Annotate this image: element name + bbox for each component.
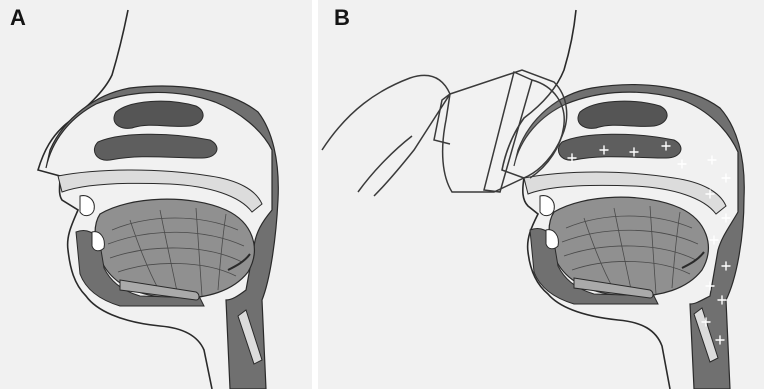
upper-tooth — [540, 196, 554, 216]
panel-b: B — [318, 0, 764, 389]
upper-tooth — [80, 196, 94, 216]
panel-a: A — [0, 0, 312, 389]
mask-hose — [322, 75, 450, 196]
upper-turbinate — [114, 101, 203, 128]
tongue — [95, 199, 254, 298]
middle-turbinate — [94, 134, 217, 160]
upper-turbinate — [578, 101, 667, 128]
tongue — [549, 197, 708, 296]
sagittal-head-mask-icon — [318, 0, 764, 389]
middle-turbinate — [558, 134, 681, 160]
sagittal-head-icon — [0, 0, 312, 389]
